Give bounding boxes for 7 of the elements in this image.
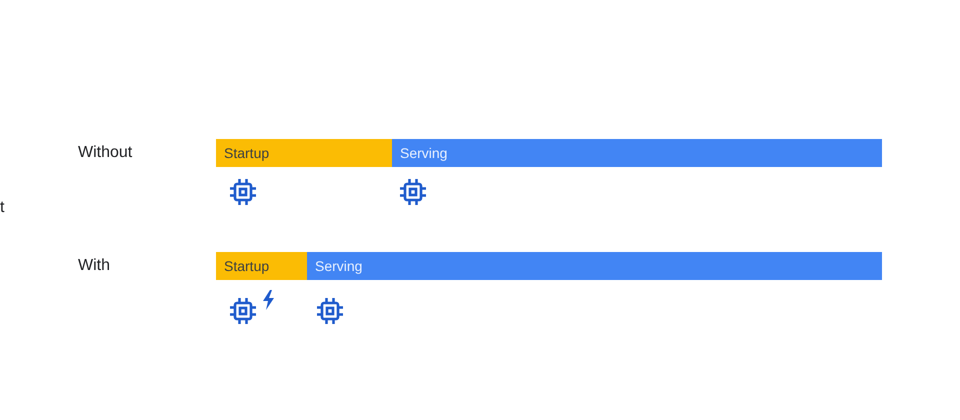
cropped-text: t — [0, 198, 4, 218]
row-label: With — [78, 256, 110, 276]
serving-segment: Serving — [307, 252, 882, 280]
serving-segment: Serving — [392, 139, 882, 167]
startup-segment: Startup — [216, 252, 307, 280]
startup-segment: Startup — [216, 139, 392, 167]
row-label: Without — [78, 143, 132, 163]
